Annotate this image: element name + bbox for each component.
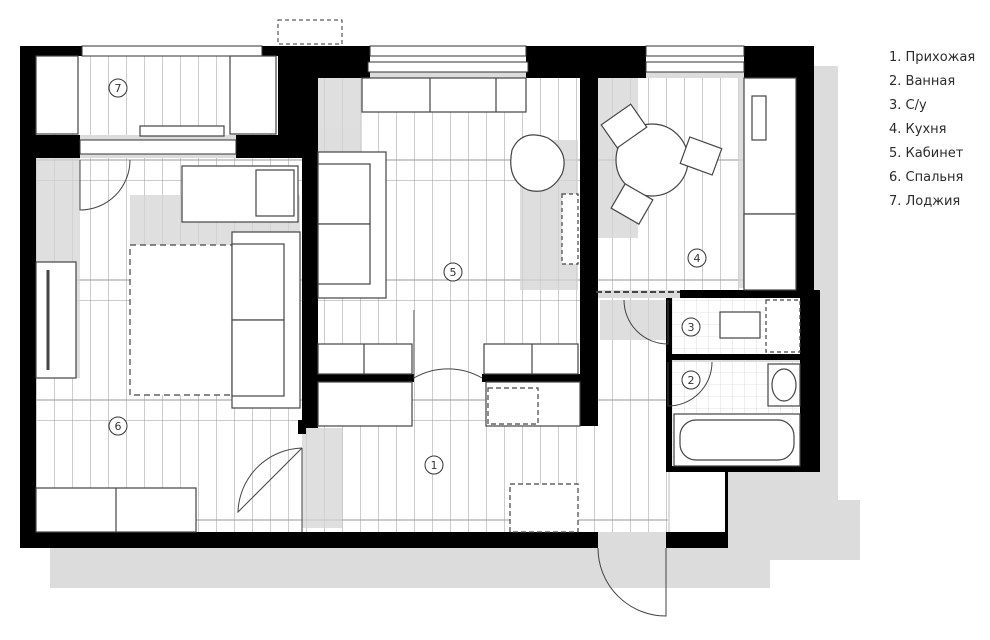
room-markers: 7 6 5 1 4 3 2: [108, 78, 707, 475]
study-sofa-seat-1: [317, 163, 371, 225]
kitchen-top-left: [580, 46, 646, 78]
outer-wall-right: [796, 46, 814, 292]
outer-wall-top-left: [20, 46, 36, 548]
study-sofa-seat-2: [317, 223, 371, 285]
svg-text:1: 1: [431, 459, 438, 472]
study-hall-wall-right: [482, 374, 580, 382]
marker-loggia: 7: [108, 78, 128, 98]
legend-item-study: 5. Кабинет: [889, 146, 964, 161]
wet-zone-right: [800, 290, 820, 470]
svg-text:2: 2: [688, 374, 695, 387]
svg-text:4: 4: [694, 252, 701, 265]
bedroom-study-wall: [302, 78, 318, 428]
outer-wall-bottom-right: [666, 532, 728, 548]
walls: [20, 46, 820, 548]
entry-floor: [670, 470, 725, 532]
doors: [79, 159, 713, 617]
study-hall-wall-left: [318, 374, 414, 382]
wc-bath-wall: [672, 354, 800, 360]
svg-text:5: 5: [450, 266, 457, 279]
study-top-left: [302, 46, 370, 78]
legend-item-bathroom: 2. Ванная: [889, 74, 956, 89]
toilet-tank: [719, 311, 761, 339]
window-kitchen-sill: [645, 61, 745, 73]
door-entrance: [597, 547, 667, 617]
legend-item-wc: 3. С/у: [889, 98, 927, 113]
loggia-bottom-left: [20, 135, 80, 158]
study-cabinets: [361, 77, 527, 113]
chair-2: [679, 136, 723, 176]
bedroom-hall-wall: [298, 420, 306, 434]
hall-bench: [487, 387, 539, 425]
window-study-sill: [367, 61, 529, 73]
window-kitchen: [645, 45, 745, 57]
legend-item-hall: 1. Прихожая: [889, 50, 976, 65]
room-legend: 1. Прихожая 2. Ванная 3. С/у 4. Кухня 5.…: [889, 46, 975, 214]
marker-study: 5: [443, 262, 463, 282]
marker-bathroom: 2: [681, 370, 701, 390]
window-bedroom-top: [277, 19, 343, 45]
svg-text:6: 6: [115, 420, 122, 433]
bedroom-desk-top: [255, 169, 295, 217]
door-wc: [623, 299, 669, 345]
wc-cabinet: [765, 299, 801, 353]
kitchen-counter-low: [743, 213, 797, 291]
armchair: [510, 134, 565, 192]
svg-text:3: 3: [688, 321, 695, 334]
study-shelf: [561, 193, 579, 265]
chair-1: [600, 103, 648, 149]
door-bedroom: [237, 447, 303, 514]
tv-stand: [35, 261, 77, 379]
chair-3: [610, 183, 654, 225]
study-storage-right: [483, 343, 579, 375]
door-study: [413, 310, 483, 379]
sofa-seat-2: [231, 319, 285, 397]
windows: [79, 19, 745, 155]
hall-wardrobe: [317, 381, 413, 427]
window-bedroom: [79, 139, 237, 155]
hall-mat: [509, 483, 579, 533]
legend-item-kitchen: 4. Кухня: [889, 122, 947, 137]
loggia-cabinet-left: [35, 55, 79, 135]
study-storage-left: [317, 343, 413, 375]
legend-item-bedroom: 6. Спальня: [889, 170, 964, 185]
marker-hall: 1: [424, 455, 444, 475]
marker-kitchen: 4: [687, 248, 707, 268]
door-loggia: [79, 159, 131, 211]
marker-wc: 3: [681, 317, 701, 337]
svg-text:7: 7: [115, 82, 122, 95]
loggia-cabinet-right: [229, 55, 277, 135]
study-kitchen-wall: [580, 46, 598, 426]
outer-wall-bottom: [20, 532, 598, 548]
bath-left-wall: [666, 298, 672, 470]
bath-bottom-wall: [666, 466, 820, 472]
legend-item-loggia: 7. Лоджия: [889, 194, 961, 209]
kitchen-sink: [751, 95, 767, 141]
outer-wall-right-lower: [725, 470, 728, 548]
loggia-sill: [139, 125, 225, 137]
window-loggia: [81, 45, 263, 57]
window-study: [369, 45, 527, 57]
furniture: [35, 55, 801, 533]
door-bath: [667, 361, 713, 407]
kitchen-bottom-wall: [680, 290, 820, 298]
marker-bedroom: 6: [108, 416, 128, 436]
sofa-seat-1: [231, 243, 285, 321]
loggia-wall-left: [20, 46, 82, 56]
